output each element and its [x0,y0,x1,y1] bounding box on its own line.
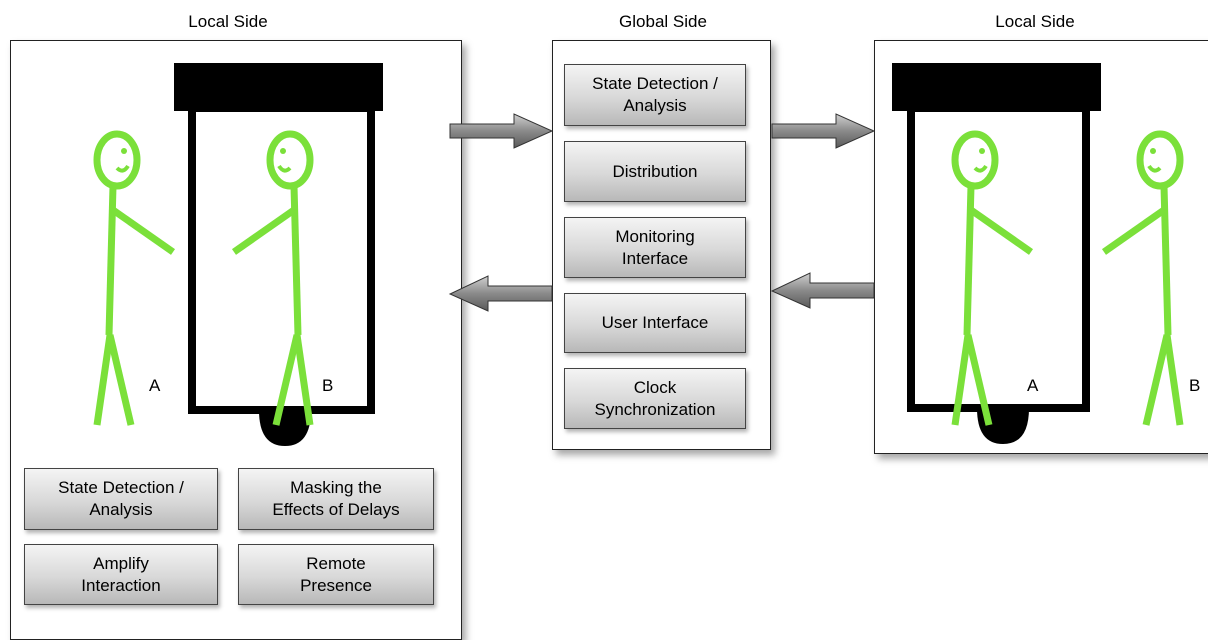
left-person-b-figure [234,134,310,425]
arrow-global-to-right [771,113,876,149]
right-person-a-label: A [1027,376,1039,395]
global-user-interface-module: User Interface [564,293,746,353]
right-person-b-figure [1104,134,1180,425]
left-display-screen [174,63,383,446]
right-local-side-title: Local Side [995,12,1075,31]
global-side-title: Global Side [619,12,707,31]
right-display-screen [892,63,1101,444]
left-person-a-label: A [149,376,161,395]
arrow-global-to-left [448,275,553,312]
global-clock-synchronization-module: Clock Synchronization [564,368,746,429]
diagram-drawing [0,63,1208,446]
arrow-right-to-global [770,272,875,309]
global-distribution-module: Distribution [564,141,746,202]
local-masking-delays-module: Masking the Effects of Delays [238,468,434,530]
local-amplify-interaction-module: Amplify Interaction [24,544,218,605]
left-local-side-title: Local Side [188,12,268,31]
arrow-left-to-global [449,113,554,149]
local-state-detection-module: State Detection / Analysis [24,468,218,530]
left-local-panel [10,40,462,640]
local-remote-presence-module: Remote Presence [238,544,434,605]
right-person-b-label: B [1189,376,1201,395]
global-monitoring-interface-module: Monitoring Interface [564,217,746,278]
left-person-b-label: B [322,376,334,395]
left-person-a-figure [97,134,173,425]
right-person-a-figure [955,134,1031,425]
global-state-detection-module: State Detection / Analysis [564,64,746,126]
